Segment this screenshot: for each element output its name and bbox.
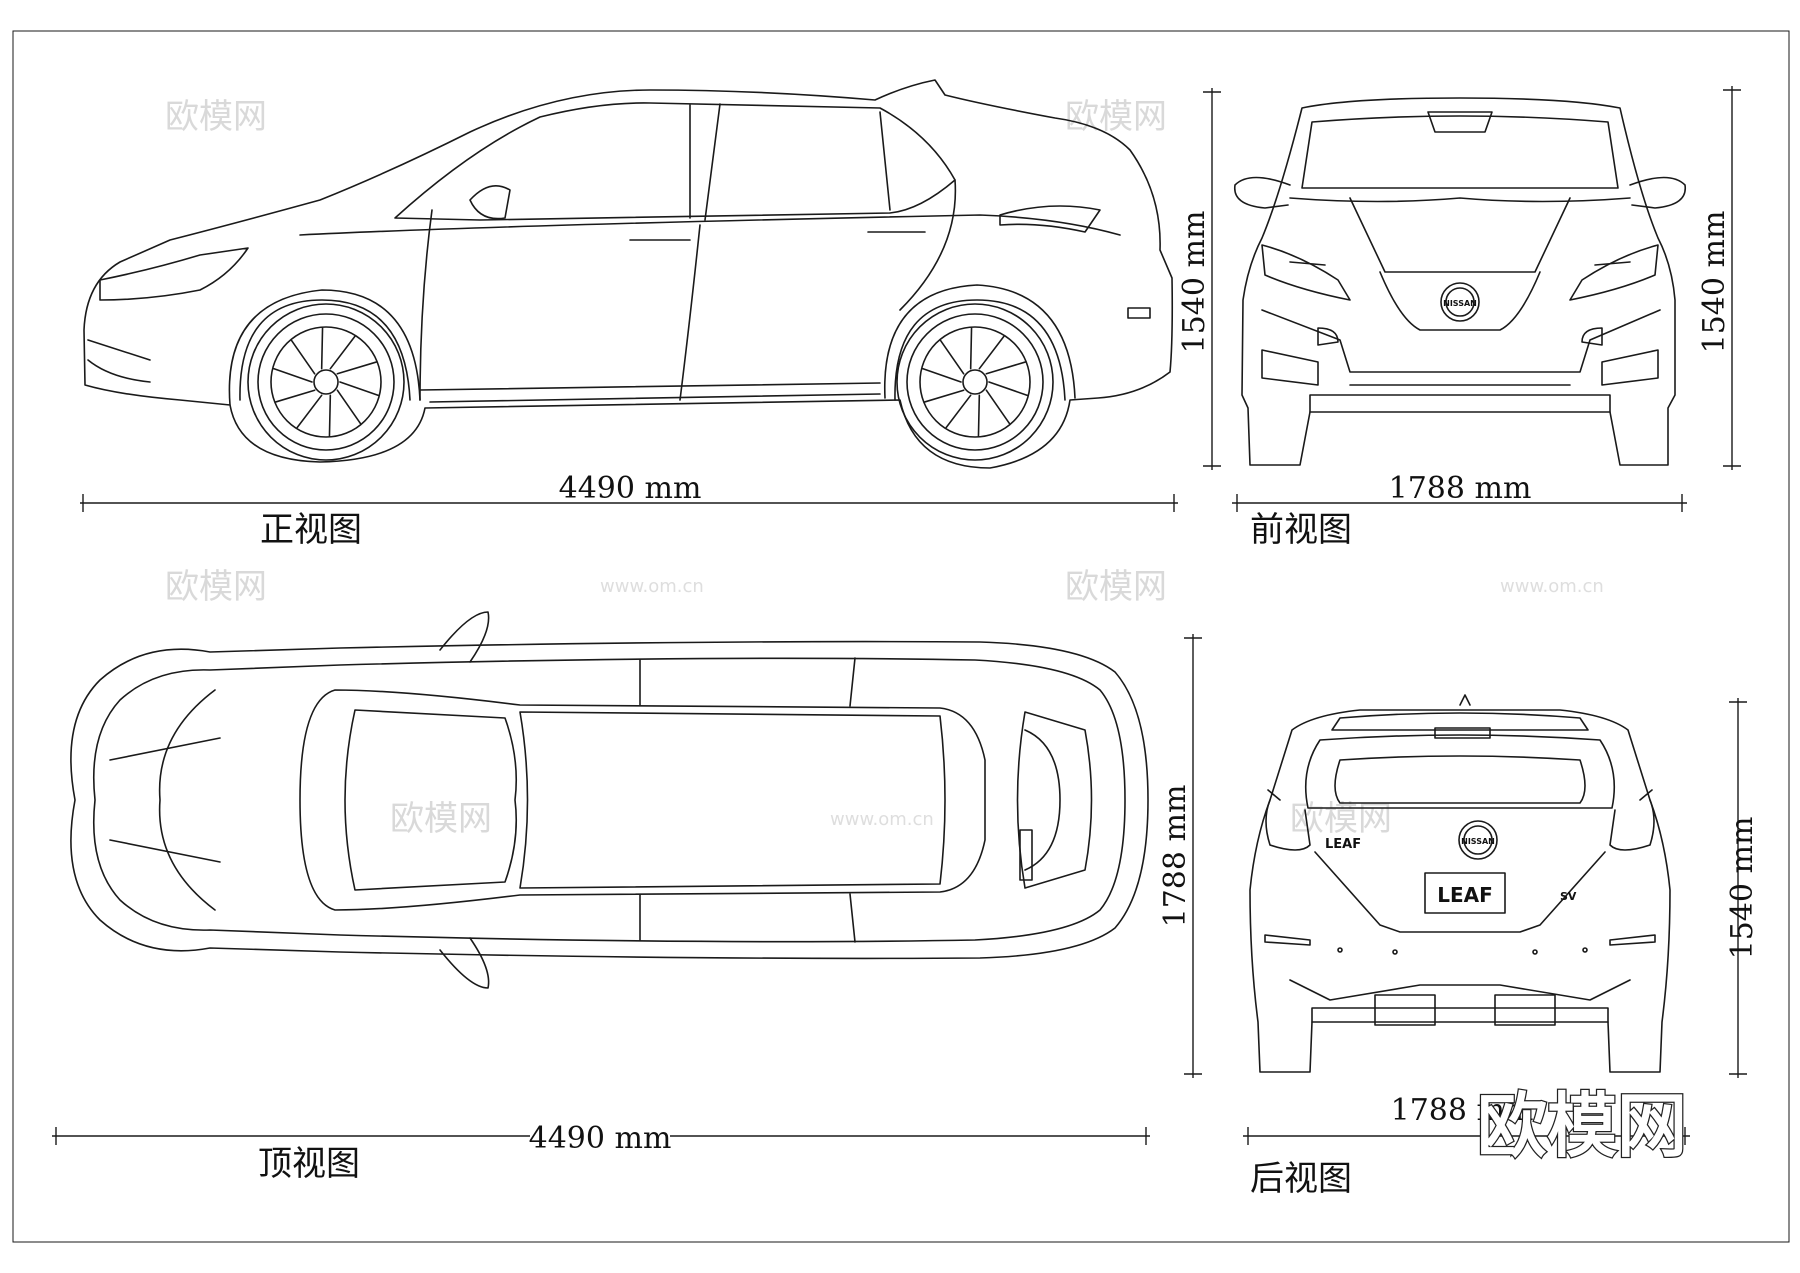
top-length-label: 4490 mm <box>529 1121 672 1156</box>
side-view-spokes <box>272 327 380 437</box>
watermark-text: 欧模网 <box>1065 567 1167 607</box>
side-view-dimensions: 4490 mm 正视图 1540 mm <box>80 88 1221 550</box>
top-width-label: 1788 mm <box>1158 785 1193 928</box>
wheel-spoke <box>977 394 981 437</box>
wheel-spoke <box>320 327 324 370</box>
wheel-spoke <box>921 367 962 383</box>
rear-emblem-text: NISSAN <box>1461 837 1495 846</box>
rear-height-label: 1540 mm <box>1725 817 1760 960</box>
top-view-drawing <box>70 611 1149 989</box>
wheel-spoke <box>328 394 332 437</box>
wheel-spoke <box>336 389 362 425</box>
watermark-layer: 欧模网 欧模网 欧模网 欧模网 欧模网 欧模网 www.om.cn www.om… <box>165 97 1604 839</box>
wheel-spoke <box>290 339 316 375</box>
wheel-spoke <box>969 327 973 370</box>
rear-view-caption: 后视图 <box>1250 1159 1352 1199</box>
front-view-caption: 前视图 <box>1250 510 1352 550</box>
wheel-spoke <box>275 389 316 403</box>
front-view-drawing: NISSAN <box>1234 97 1686 466</box>
wheel-spoke <box>329 335 356 370</box>
side-length-label: 4490 mm <box>559 471 702 506</box>
wheel-spoke <box>945 394 972 429</box>
side-view-caption: 正视图 <box>260 510 362 550</box>
rear-view-dimensions: 1788 mm 后视图 1540 mm <box>1243 698 1760 1199</box>
rear-plate-text: LEAF <box>1437 883 1493 907</box>
watermark-url: www.om.cn <box>830 809 934 830</box>
wheel-spoke <box>339 381 380 397</box>
top-view-caption: 顶视图 <box>258 1144 360 1184</box>
front-width-label: 1788 mm <box>1389 471 1532 506</box>
wheel-spoke <box>988 381 1029 397</box>
watermark-text: 欧模网 <box>165 567 267 607</box>
wheel-spoke <box>296 394 323 429</box>
site-logo: 欧模网 <box>1477 1085 1687 1167</box>
wheel-spoke <box>272 367 313 383</box>
wheel-spoke <box>985 361 1026 375</box>
watermark-text: 欧模网 <box>1065 97 1167 137</box>
rear-width-label: 1788 mm <box>1391 1093 1534 1128</box>
side-view-wheels <box>247 303 1054 461</box>
front-height-label: 1540 mm <box>1697 211 1732 354</box>
watermark-text: 欧模网 <box>390 799 492 839</box>
watermark-text: 欧模网 <box>165 97 267 137</box>
rear-script-badge: LEAF <box>1325 837 1361 852</box>
wheel-spoke <box>985 389 1011 425</box>
trim-badge: SV <box>1560 890 1577 903</box>
top-view-dimensions: 4490 mm 顶视图 1788 mm <box>52 634 1202 1184</box>
side-view-drawing <box>83 79 1174 469</box>
side-view-spokes <box>921 327 1029 437</box>
wheel-spoke <box>336 361 377 375</box>
watermark-url: www.om.cn <box>600 576 704 597</box>
watermark-text: 欧模网 <box>1290 799 1392 839</box>
front-emblem-text: NISSAN <box>1443 299 1477 308</box>
rear-view-drawing: NISSAN LEAF LEAF SV <box>1249 694 1671 1073</box>
wheel-spoke <box>978 335 1005 370</box>
wheel-spoke <box>924 389 965 403</box>
side-height-label: 1540 mm <box>1177 211 1212 354</box>
sheet-frame <box>12 30 1790 1243</box>
front-view-dimensions: 1788 mm 前视图 1540 mm <box>1232 86 1741 550</box>
watermark-url: www.om.cn <box>1500 576 1604 597</box>
wheel-spoke <box>939 339 965 375</box>
